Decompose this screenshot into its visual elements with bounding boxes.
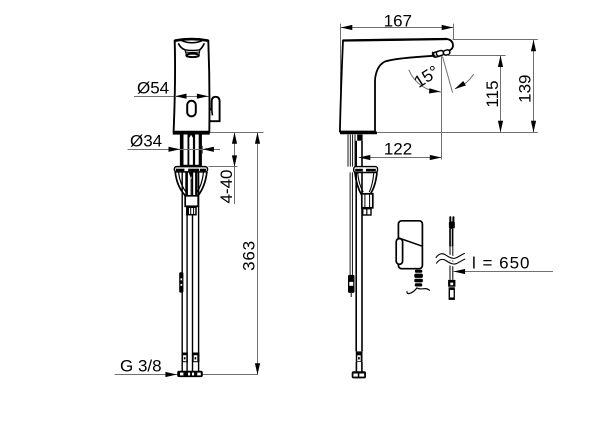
svg-text:Ø34: Ø34 (130, 132, 162, 151)
svg-text:l = 650: l = 650 (472, 253, 531, 272)
svg-text:G 3/8: G 3/8 (120, 357, 162, 376)
svg-text:167: 167 (384, 12, 412, 31)
svg-text:4-40: 4-40 (217, 169, 236, 203)
svg-text:363: 363 (240, 240, 259, 271)
svg-text:122: 122 (384, 140, 412, 159)
svg-text:115: 115 (483, 80, 502, 107)
svg-text:Ø54: Ø54 (137, 79, 169, 98)
svg-text:139: 139 (516, 75, 535, 103)
